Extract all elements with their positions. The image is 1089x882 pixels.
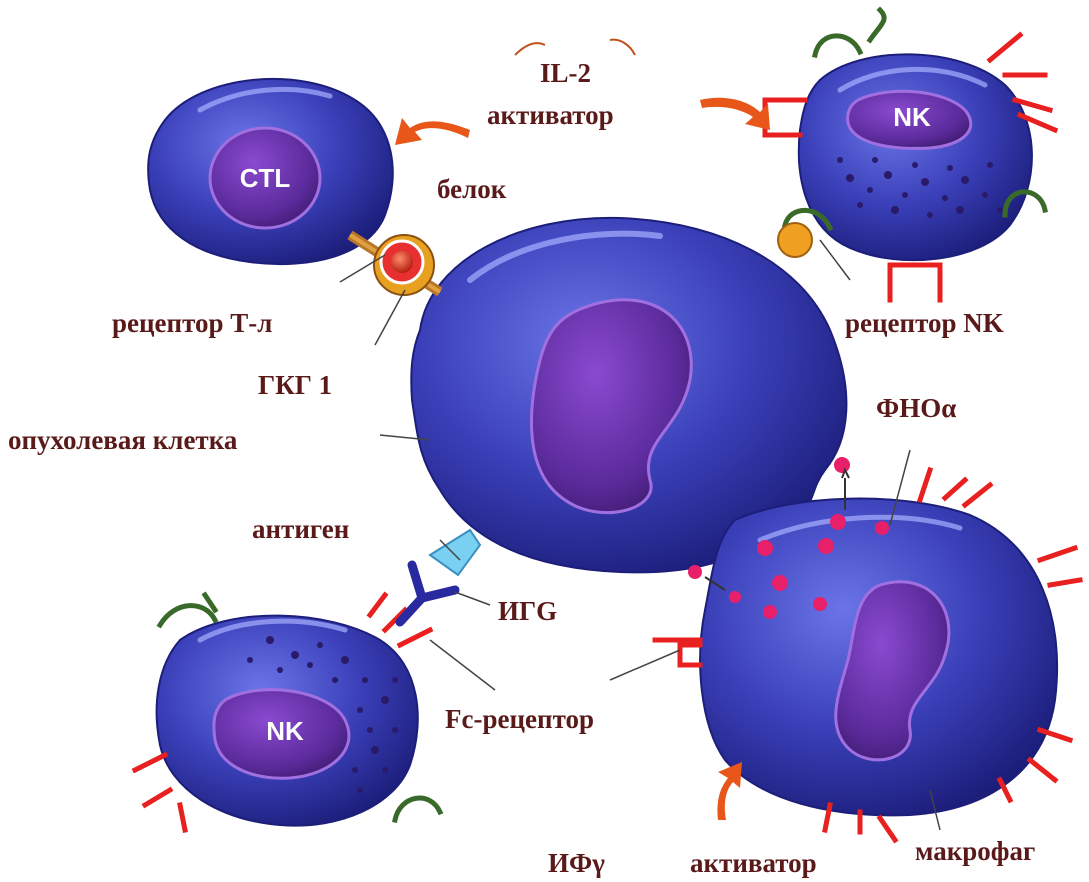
- activator-top-label: активатор: [487, 102, 614, 129]
- t-receptor-label: рецептор Т-л: [112, 310, 272, 337]
- il2-curls: [515, 40, 635, 55]
- mhc1-label: ГКГ 1: [258, 372, 332, 399]
- nk-bottom-label: NK: [266, 716, 304, 746]
- igg-label: ИГG: [498, 598, 557, 625]
- nk-top-label: NK: [893, 102, 931, 132]
- protein-label: белок: [437, 176, 506, 203]
- il2-label: IL-2: [540, 60, 591, 87]
- arrow-to-nk: [700, 98, 770, 130]
- nk-cell-top: NK: [799, 54, 1032, 260]
- macrophage-label: макрофаг: [915, 838, 1035, 865]
- activator-bottom-label: активатор: [690, 850, 817, 877]
- ctl-label: CTL: [240, 163, 291, 193]
- nk-receptor-label: рецептор NK: [845, 310, 1004, 337]
- igg-antibody: [400, 565, 455, 622]
- ifn-label: ИФγ: [548, 850, 605, 877]
- fc-receptor-label: Fc-рецептор: [445, 706, 594, 733]
- nk-ligand: [778, 223, 812, 257]
- arrow-to-ctl: [395, 118, 470, 145]
- tcr-mhc-complex: [350, 235, 440, 295]
- protein-ball: [391, 251, 413, 273]
- antigen-label: антиген: [252, 516, 349, 543]
- tumor-cell-label: опухолевая клетка: [8, 427, 237, 454]
- antigen-shape: [430, 530, 480, 575]
- nk-cell-bottom: NK: [157, 616, 418, 826]
- tnf-label: ФНОα: [876, 395, 956, 422]
- arrow-to-macrophage: [717, 762, 742, 820]
